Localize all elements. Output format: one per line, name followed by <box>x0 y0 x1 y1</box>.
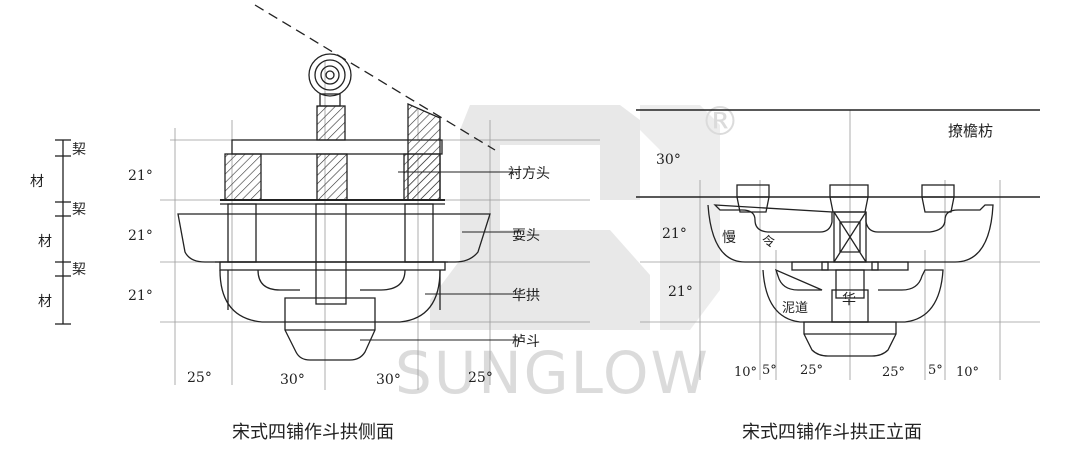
front-width-6: 10° <box>956 365 979 380</box>
front-height-2: 21° <box>662 226 687 242</box>
side-width-3: 30° <box>376 372 401 388</box>
side-block-right <box>403 153 441 201</box>
front-height-3: 21° <box>668 284 693 300</box>
label-chenfangtou: 衬方头 <box>508 166 550 182</box>
side-scale-cai-3: 材 <box>38 294 52 310</box>
side-view-caption: 宋式四铺作斗拱侧面 <box>232 422 394 443</box>
side-ludou <box>284 297 376 361</box>
watermark-text: SUNGLOW <box>395 339 710 407</box>
label-ling: 令 <box>762 235 775 250</box>
front-view-drawing <box>636 109 1040 380</box>
side-view-drawing <box>55 4 600 390</box>
label-liaoyanfang: 撩檐枋 <box>948 122 993 140</box>
front-width-2: 5° <box>762 363 777 378</box>
side-scale-qi-3: 栔 <box>72 262 86 278</box>
side-block-mid <box>316 153 348 201</box>
front-height-1: 30° <box>656 152 681 168</box>
label-huagong: 华拱 <box>512 288 540 304</box>
label-ludou: 栌斗 <box>512 334 540 350</box>
front-ludou <box>803 321 897 357</box>
side-width-4: 25° <box>468 370 493 386</box>
side-width-1: 25° <box>187 370 212 386</box>
side-height-3: 21° <box>128 288 153 304</box>
side-width-2: 30° <box>280 372 305 388</box>
front-width-3: 25° <box>800 363 823 378</box>
label-hua: 华 <box>842 292 856 308</box>
side-scale-qi-2: 栔 <box>72 202 86 218</box>
label-nidao: 泥道 <box>782 301 808 316</box>
watermark: ® SUNGLOW <box>395 99 740 407</box>
front-mangong <box>707 204 994 263</box>
side-block-left <box>224 153 262 201</box>
side-scale-qi-1: 栔 <box>72 142 86 158</box>
watermark-logo <box>430 105 650 330</box>
front-width-4: 25° <box>882 365 905 380</box>
side-huagong-arm <box>219 269 441 323</box>
label-man: 慢 <box>722 229 736 246</box>
front-view-labels: 撩檐枋 30° 21° 21° 慢 令 泥道 华 10° 5° 25° 25° … <box>656 122 993 380</box>
roof-slope-line <box>254 4 496 151</box>
front-width-5: 5° <box>928 363 943 378</box>
side-height-2: 21° <box>128 228 153 244</box>
side-scale-bar <box>55 139 71 325</box>
side-view-labels: 栔 材 栔 材 栔 材 21° 21° 21° 25° 30° 30° 25° … <box>30 142 550 388</box>
side-leaders <box>360 171 520 341</box>
rafter-section <box>308 53 352 107</box>
side-scale-cai-1: 材 <box>30 174 44 190</box>
label-shuatou: 耍头 <box>512 228 540 244</box>
side-scale-cai-2: 材 <box>38 234 52 250</box>
watermark-registered: ® <box>700 99 740 145</box>
front-nidao-gong <box>762 268 944 323</box>
front-width-1: 10° <box>734 365 757 380</box>
front-view-caption: 宋式四铺作斗拱正立面 <box>742 422 922 443</box>
side-shuatou-arm <box>177 213 491 263</box>
side-height-1: 21° <box>128 168 153 184</box>
